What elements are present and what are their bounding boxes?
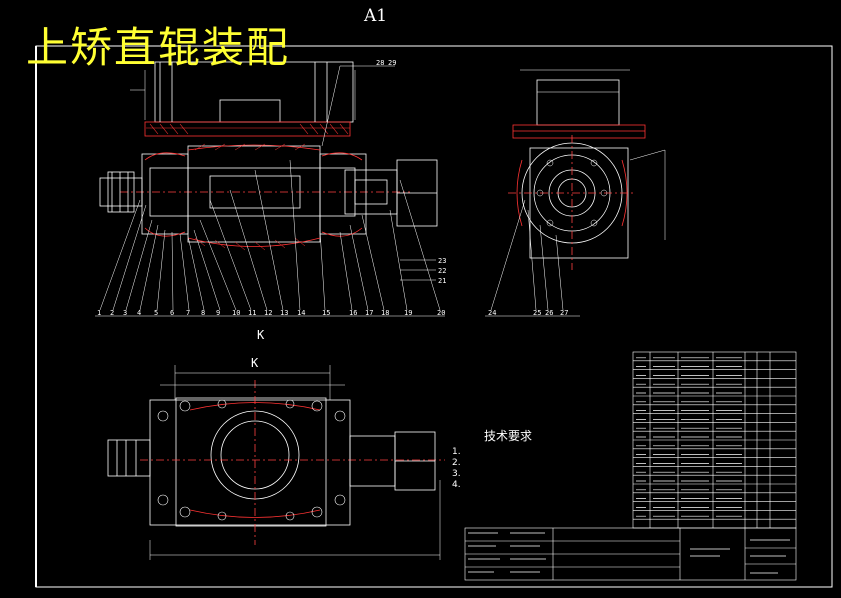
- part-balloon-front-10: 11: [248, 309, 257, 317]
- part-balloon-front-16: 17: [365, 309, 374, 317]
- part-balloon-front-18: 19: [404, 309, 413, 317]
- parts-list-table: [464, 351, 797, 581]
- part-balloon-front-9: 10: [232, 309, 241, 317]
- part-balloon-front-2: 3: [123, 309, 128, 317]
- part-balloon-top-0: 28: [376, 59, 385, 67]
- part-balloon-front-1: 2: [110, 309, 115, 317]
- drawing-title: 上矫直辊装配: [26, 23, 291, 72]
- sheet-size-label: A1: [364, 6, 388, 26]
- part-balloon-front-12: 13: [280, 309, 289, 317]
- part-balloon-top-1: 29: [388, 59, 397, 67]
- part-balloon-front-17: 18: [381, 309, 390, 317]
- part-balloon-front-5: 6: [170, 309, 175, 317]
- part-balloon-front-3: 4: [137, 309, 142, 317]
- part-balloon-front-0: 1: [97, 309, 102, 317]
- side-view: [485, 69, 666, 317]
- part-balloon-side-0: 24: [488, 309, 497, 317]
- part-balloon-right-2: 21: [438, 277, 447, 285]
- part-balloon-front-4: 5: [154, 309, 159, 317]
- part-balloon-front-11: 12: [264, 309, 273, 317]
- k-view: [107, 365, 445, 560]
- part-balloon-front-14: 15: [322, 309, 331, 317]
- part-balloon-front-13: 14: [297, 309, 306, 317]
- part-balloon-side-3: 27: [560, 309, 569, 317]
- tech-requirements-title: 技术要求: [484, 429, 533, 443]
- view-k-label: K: [251, 356, 259, 370]
- part-balloon-front-8: 9: [216, 309, 221, 317]
- part-balloon-side-1: 25: [533, 309, 542, 317]
- part-balloon-front-19: 20: [437, 309, 446, 317]
- front-section-view: [95, 61, 445, 317]
- part-balloon-right-0: 23: [438, 257, 447, 265]
- view-k-direction-marker: K: [257, 328, 265, 342]
- part-balloon-right-1: 22: [438, 267, 447, 275]
- tech-requirements-notes: 1. 2. 3. 4.: [452, 447, 461, 490]
- part-balloon-side-2: 26: [545, 309, 554, 317]
- part-balloon-front-6: 7: [186, 309, 191, 317]
- part-balloon-front-7: 8: [201, 309, 206, 317]
- part-balloon-front-15: 16: [349, 309, 358, 317]
